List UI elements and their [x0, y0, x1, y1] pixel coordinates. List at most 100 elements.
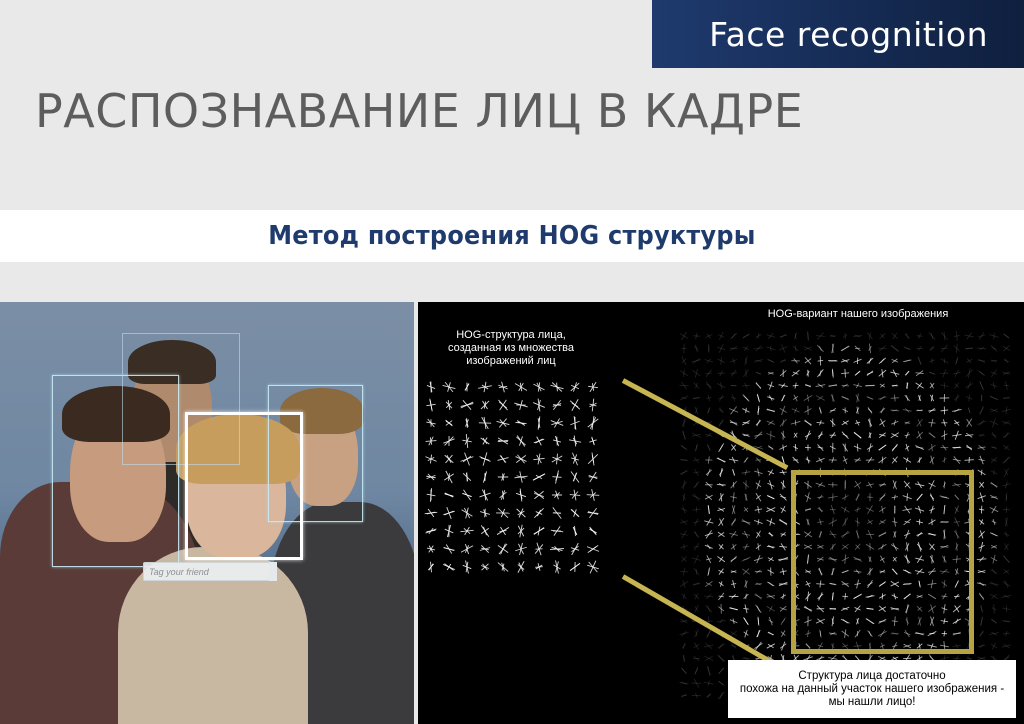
hog-illustration: HOG-структура лица, созданная из множест… [418, 302, 1024, 724]
hog-stroke [444, 454, 454, 464]
hog-stroke [915, 372, 924, 375]
hog-stroke [841, 543, 849, 550]
hog-stroke [497, 507, 509, 519]
hog-stroke [980, 605, 984, 613]
hog-stroke [679, 458, 689, 462]
hog-stroke [953, 456, 961, 464]
hog-stroke [707, 567, 711, 576]
hog-stroke [556, 453, 558, 465]
hog-stroke [928, 519, 936, 525]
hog-stroke [680, 469, 688, 476]
hog-stroke [681, 347, 687, 350]
hog-stroke [807, 394, 809, 402]
hog-stroke [853, 645, 862, 647]
hog-stroke [977, 656, 986, 661]
hog-stroke [855, 617, 860, 625]
hog-stroke [464, 383, 470, 391]
hog-stroke [804, 507, 812, 512]
hog-stroke [464, 437, 470, 445]
hog-stroke [553, 399, 561, 411]
hog-stroke [1004, 445, 1009, 450]
hog-stroke [904, 569, 910, 574]
hog-stroke [878, 543, 887, 550]
hog-stroke [692, 508, 701, 511]
hog-stroke [990, 569, 998, 574]
hog-stroke [782, 457, 785, 463]
hog-stroke [990, 655, 998, 661]
hog-stroke [693, 471, 700, 474]
hog-stroke [819, 629, 822, 638]
hog-stroke [916, 431, 924, 439]
hog-stroke [854, 605, 861, 613]
hog-stroke [589, 507, 597, 519]
hog-stroke [868, 556, 872, 562]
hog-stroke [745, 369, 747, 378]
hog-stroke [1003, 345, 1010, 352]
hog-stroke [679, 632, 689, 636]
hog-stroke [880, 383, 885, 388]
hog-stroke [892, 568, 898, 575]
hog-stroke [732, 469, 736, 476]
hog-stroke [879, 395, 886, 401]
hog-stroke [930, 604, 934, 614]
result-caption: Структура лица достаточно похожа на данн… [728, 660, 1016, 718]
hog-stroke [931, 333, 933, 339]
hog-stroke [719, 407, 724, 414]
hog-stroke [990, 360, 998, 362]
hog-stroke [867, 568, 873, 576]
hog-stroke [976, 347, 987, 350]
hog-stroke [943, 580, 946, 588]
hog-stroke [705, 333, 713, 339]
hog-stroke [536, 382, 542, 392]
hog-stroke [731, 519, 737, 525]
hog-stroke [941, 607, 948, 611]
hog-stroke [501, 381, 505, 393]
hog-stroke [878, 369, 887, 377]
hog-stroke [991, 607, 997, 611]
hog-stroke [880, 407, 885, 414]
hog-stroke [953, 446, 961, 449]
hog-stroke [555, 473, 559, 481]
hog-stroke [878, 532, 887, 537]
hog-stroke [743, 631, 749, 636]
hog-stroke [928, 359, 936, 363]
hog-stroke [694, 368, 699, 378]
hog-stroke [832, 593, 834, 600]
hog-stroke [744, 358, 748, 364]
hog-stroke [890, 581, 900, 587]
hog-stroke [904, 347, 911, 350]
hog-stroke [942, 593, 947, 600]
hog-stroke [790, 421, 801, 425]
hog-stroke [979, 631, 984, 636]
hog-stroke [693, 582, 700, 586]
hog-stroke [806, 518, 810, 526]
hog-stroke [869, 432, 871, 439]
hog-stroke [991, 446, 997, 449]
hog-stroke [991, 619, 997, 624]
hog-stroke [589, 526, 597, 536]
hog-stroke [694, 468, 699, 476]
hog-stroke [705, 593, 712, 600]
hog-stroke [831, 368, 834, 378]
hog-stroke [892, 409, 898, 412]
hog-stroke [695, 382, 698, 389]
hog-stroke [1004, 580, 1009, 588]
hog-stroke [829, 419, 836, 426]
hog-stroke [842, 383, 848, 388]
hog-stroke [977, 469, 986, 476]
hog-stroke [866, 607, 874, 610]
hog-stroke [755, 530, 761, 539]
hog-stroke [756, 419, 761, 427]
hog-stroke [767, 557, 774, 562]
person-woman-hair [176, 414, 300, 484]
hog-stroke [929, 407, 935, 413]
hog-stroke [794, 407, 798, 414]
hog-stroke [705, 642, 713, 650]
hog-stroke [890, 397, 899, 399]
hog-stroke [917, 617, 922, 626]
tag-friend-input[interactable]: Tag your friend [143, 562, 277, 581]
hog-stroke [843, 506, 847, 513]
hog-stroke [591, 455, 595, 463]
hog-stroke [966, 446, 973, 449]
hog-stroke [681, 556, 687, 562]
